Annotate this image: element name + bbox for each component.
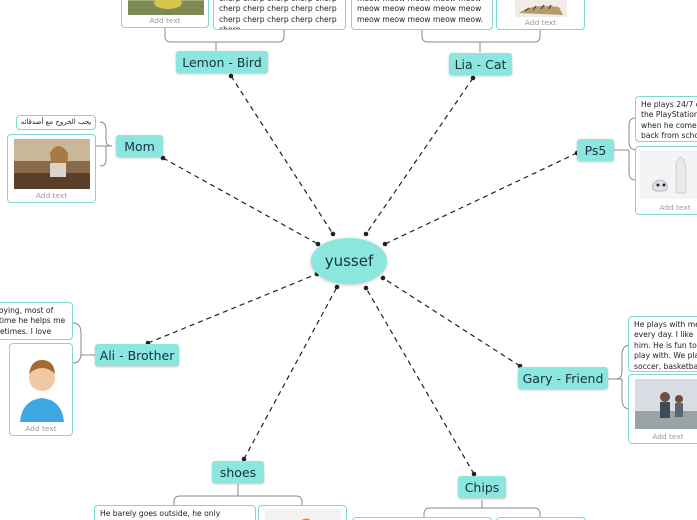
lemon-note-text: cherp cherp cherp cherp cherp cherp cher… xyxy=(219,0,337,30)
node-ali-brother-label: Ali - Brother xyxy=(99,347,175,363)
ali-photo xyxy=(16,348,68,422)
gary-note-card[interactable]: He plays with me every day. I like him. … xyxy=(628,316,697,372)
lia-note-text: meow meow meow meow meow meow meow meow … xyxy=(357,0,484,24)
ali-image-card[interactable]: Add text xyxy=(9,343,73,436)
node-ali-brother[interactable]: Ali - Brother xyxy=(95,344,179,366)
lia-note-card[interactable]: meow meow meow meow meow meow meow meow … xyxy=(351,0,493,30)
node-ps5-label: Ps5 xyxy=(584,142,607,158)
node-lia-cat-label: Lia - Cat xyxy=(454,56,507,72)
lia-image-card[interactable]: Add text xyxy=(496,0,585,30)
link-chips xyxy=(365,287,475,475)
node-gary-friend-label: Gary - Friend xyxy=(522,370,604,386)
node-chips-label: Chips xyxy=(464,479,500,495)
link-shoes xyxy=(243,286,338,460)
lemon-image-card[interactable]: Add text xyxy=(121,0,209,28)
mom-photo xyxy=(14,139,90,189)
add-text-caption[interactable]: Add text xyxy=(25,424,57,433)
ps5-note-text: He plays 24/7 on the PlayStation when he… xyxy=(641,100,697,141)
ps5-note-card[interactable]: He plays 24/7 on the PlayStation when he… xyxy=(635,96,697,142)
link-ps5 xyxy=(384,152,578,245)
node-lemon-bird-label: Lemon - Bird xyxy=(182,54,262,70)
shoes-image-card[interactable] xyxy=(258,505,347,520)
gary-photo xyxy=(635,379,697,429)
link-ali xyxy=(147,273,318,344)
node-lia-cat[interactable]: Lia - Cat xyxy=(449,53,512,75)
node-lemon-bird[interactable]: Lemon - Bird xyxy=(176,51,268,73)
add-text-caption[interactable]: Add text xyxy=(149,16,181,25)
add-text-caption[interactable]: Add text xyxy=(659,203,691,212)
shoes-note-card[interactable]: He barely goes outside, he only xyxy=(94,505,256,520)
center-node-label: yussef xyxy=(324,252,374,270)
add-text-caption[interactable]: Add text xyxy=(35,191,68,200)
node-mom-label: Mom xyxy=(124,138,155,154)
add-text-caption[interactable]: Add text xyxy=(652,432,684,441)
node-shoes-label: shoes xyxy=(219,464,257,480)
link-lia xyxy=(365,77,474,235)
lemon-note-card[interactable]: cherp cherp cherp cherp cherp cherp cher… xyxy=(213,0,346,30)
mom-image-card[interactable]: Add text xyxy=(7,134,96,203)
gary-note-text: He plays with me every day. I like him. … xyxy=(634,320,697,371)
add-text-caption[interactable]: Add text xyxy=(524,18,557,27)
node-chips[interactable]: Chips xyxy=(458,476,506,498)
cat-image xyxy=(515,0,567,17)
ps5-console-image xyxy=(640,151,697,199)
node-gary-friend[interactable]: Gary - Friend xyxy=(518,367,608,389)
link-lemon xyxy=(230,75,334,235)
mom-note-text: يجب الخروج مع أصدقائه xyxy=(20,118,92,126)
gary-image-card[interactable]: Add text xyxy=(628,374,697,444)
ali-note-text: Annoying, most of the time he helps me s… xyxy=(0,306,66,339)
link-gary xyxy=(382,277,521,367)
ali-note-card[interactable]: Annoying, most of the time he helps me s… xyxy=(0,302,73,340)
shoes-note-text: He barely goes outside, he only xyxy=(100,509,221,518)
ps5-image-card[interactable]: Add text xyxy=(635,146,697,215)
chips-card-left[interactable] xyxy=(352,517,492,520)
chips-card-right[interactable] xyxy=(496,517,586,520)
shoes-image xyxy=(265,509,341,520)
bird-image xyxy=(128,0,204,15)
mom-note-card[interactable]: يجب الخروج مع أصدقائه xyxy=(16,115,96,130)
center-node[interactable]: yussef xyxy=(311,238,387,284)
node-ps5[interactable]: Ps5 xyxy=(577,139,614,161)
node-shoes[interactable]: shoes xyxy=(212,461,264,483)
node-mom[interactable]: Mom xyxy=(116,135,163,157)
link-mom xyxy=(162,157,319,245)
